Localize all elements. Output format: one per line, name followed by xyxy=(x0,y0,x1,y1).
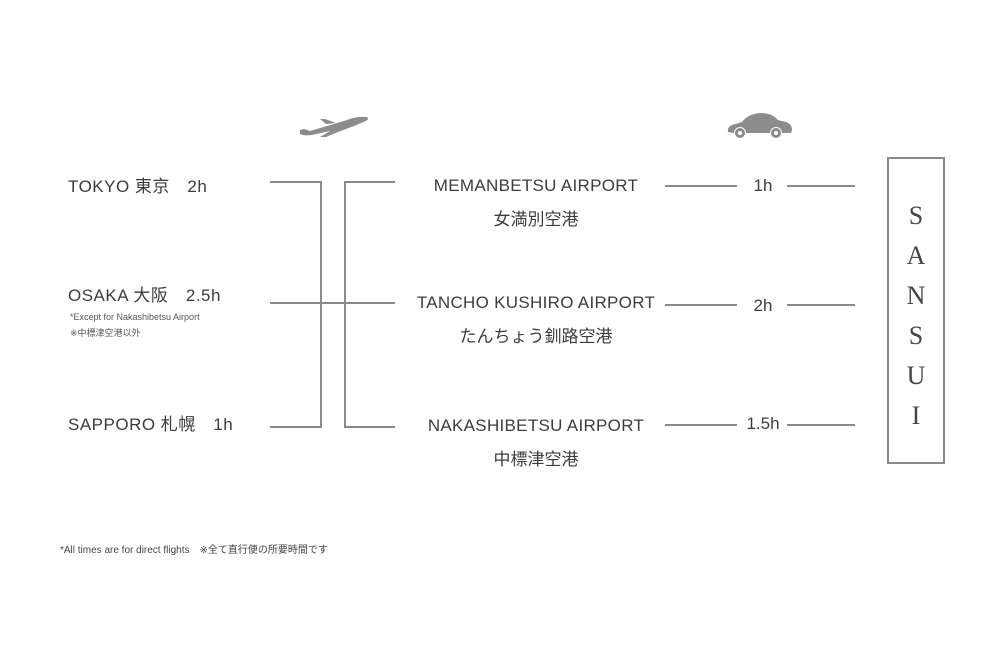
drive-line-left xyxy=(665,185,737,187)
airport-memanbetsu: MEMANBETSU AIRPORT 女満別空港 xyxy=(386,176,686,230)
connector-tokyo xyxy=(270,181,322,183)
origin-sapporo: SAPPORO 札幌 1h xyxy=(68,415,234,434)
sansui-letter: N xyxy=(906,281,926,310)
car-icon xyxy=(724,110,794,140)
drive-line-right xyxy=(787,304,855,306)
airplane-icon xyxy=(298,110,372,140)
sansui-letter: U xyxy=(906,361,926,390)
connector-osaka xyxy=(270,302,395,304)
drive-time-memanbetsu: 1h xyxy=(753,176,773,195)
airport-name-en: TANCHO KUSHIRO AIRPORT xyxy=(416,293,656,312)
airport-name-jp: 中標津空港 xyxy=(493,450,579,469)
drive-time-kushiro: 2h xyxy=(753,296,773,315)
sansui-letter: A xyxy=(906,241,926,270)
airport-name-jp: 女満別空港 xyxy=(493,210,579,229)
sansui-letter: S xyxy=(908,321,924,350)
drive-line-right xyxy=(787,185,855,187)
airport-name-en: MEMANBETSU AIRPORT xyxy=(433,176,639,195)
origin-tokyo: TOKYO 東京 2h xyxy=(68,177,208,196)
airport-nakashibetsu: NAKASHIBETSU AIRPORT 中標津空港 xyxy=(386,416,686,470)
destination-sansui: S A N S U I xyxy=(887,157,945,464)
airport-tancho-kushiro: TANCHO KUSHIRO AIRPORT たんちょう釧路空港 xyxy=(386,293,686,347)
sansui-letter: S xyxy=(908,201,924,230)
airport-name-en: NAKASHIBETSU AIRPORT xyxy=(427,416,645,435)
connector-sapporo xyxy=(270,426,322,428)
connector-nakashibetsu xyxy=(344,426,395,428)
connector-origins-vertical xyxy=(320,181,322,428)
footer-note: *All times are for direct flights ※全て直行便… xyxy=(60,545,328,556)
airport-name-jp: たんちょう釧路空港 xyxy=(459,327,613,346)
osaka-note-jp: ※中標津空港以外 xyxy=(70,328,141,338)
drive-line-left xyxy=(665,424,737,426)
osaka-note-en: *Except for Nakashibetsu Airport xyxy=(70,312,200,322)
drive-line-right xyxy=(787,424,855,426)
drive-line-left xyxy=(665,304,737,306)
sansui-letter: I xyxy=(911,401,921,430)
origin-osaka: OSAKA 大阪 2.5h xyxy=(68,286,221,305)
drive-time-nakashibetsu: 1.5h xyxy=(746,414,780,433)
connector-airports-vertical xyxy=(344,181,346,428)
connector-memanbetsu xyxy=(344,181,395,183)
